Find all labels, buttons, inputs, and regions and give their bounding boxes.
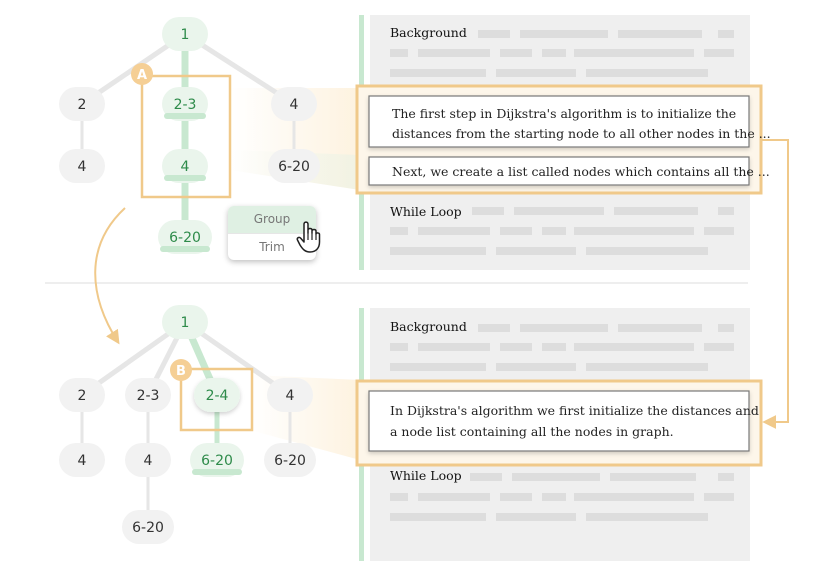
sentence-box-1[interactable] [368,95,750,148]
menu-item-trim[interactable]: Trim [259,240,285,254]
section-header-while-loop: While Loop [390,468,462,483]
placeholder-lines [390,324,734,521]
node-label: 2 [78,388,87,404]
transition-arrow [94,207,126,345]
node-label: 6-20 [274,453,306,469]
node-6-20-right[interactable]: 6-20 [264,443,316,477]
sentence-1-line-1: The first step in Dijkstra's algorithm i… [392,106,736,121]
node-label: 6-20 [278,159,310,175]
badge-label: B [176,364,186,379]
node-2-3[interactable]: 2-3 [125,378,171,412]
node-label: 1 [181,27,190,43]
node-4-right[interactable]: 4 [271,87,317,121]
node-4-middle[interactable]: 4 [125,443,171,477]
node-2-4[interactable]: 2-4 [194,378,240,412]
placeholder-lines [390,30,734,255]
bottom-panel: Background In Dijkstra's algorithm we fi… [355,308,763,561]
node-label: 6-20 [132,520,164,536]
section-header-background: Background [390,25,467,40]
selection-box-a [140,74,232,199]
context-menu: Group Trim [228,206,316,260]
node-label: 2 [78,97,87,113]
sentence-box-2[interactable] [368,156,750,186]
node-label: 4 [286,388,295,404]
node-label: 6-20 [169,230,201,246]
badge-label: A [137,68,147,83]
node-2[interactable]: 2 [59,87,105,121]
node-label: 4 [78,159,87,175]
node-2[interactable]: 2 [59,378,105,412]
merged-sentence-box[interactable] [368,390,750,452]
node-label: 2-4 [206,388,229,404]
sentence-2-line-1: Next, we create a list called nodes whic… [392,164,770,179]
node-4-green[interactable]: 4 [162,149,208,183]
node-root[interactable]: 1 [162,305,208,339]
section-header-background: Background [390,319,467,334]
top-panel: Background The first step in Dijkstra's … [355,15,771,270]
sentence-1-line-2: distances from the starting node to all … [392,126,771,141]
selection-box-b [179,367,254,432]
connector-arrow-right [762,139,789,429]
menu-item-group[interactable]: Group [228,206,316,234]
merged-sentence-line-2: a node list containing all the nodes in … [390,424,674,439]
node-label: 4 [144,453,153,469]
section-header-while-loop: While Loop [390,204,462,219]
node-4-left[interactable]: 4 [59,443,105,477]
node-label: 2-3 [174,97,197,113]
node-6-20-bottom[interactable]: 6-20 [122,510,174,544]
node-6-20-green[interactable]: 6-20 [158,220,212,254]
node-6-20-green[interactable]: 6-20 [190,443,244,477]
node-6-20-right[interactable]: 6-20 [268,149,320,183]
node-label: 4 [181,159,190,175]
hand-cursor-icon [296,221,321,253]
node-label: 6-20 [201,453,233,469]
badge-a: A [131,63,153,85]
bottom-tree: 1 2 2-3 2-4 4 4 4 6-20 [59,305,316,544]
badge-b: B [170,359,192,381]
top-tree: 1 2 2-3 4 4 4 6-20 [59,17,320,254]
node-4-right[interactable]: 4 [267,378,313,412]
node-root[interactable]: 1 [162,17,208,51]
node-2-3[interactable]: 2-3 [162,87,208,121]
node-label: 1 [181,315,190,331]
merged-sentence-line-1: In Dijkstra's algorithm we first initial… [390,403,759,418]
node-4-left[interactable]: 4 [59,149,105,183]
node-label: 4 [78,453,87,469]
node-label: 2-3 [137,388,160,404]
node-label: 4 [290,97,299,113]
